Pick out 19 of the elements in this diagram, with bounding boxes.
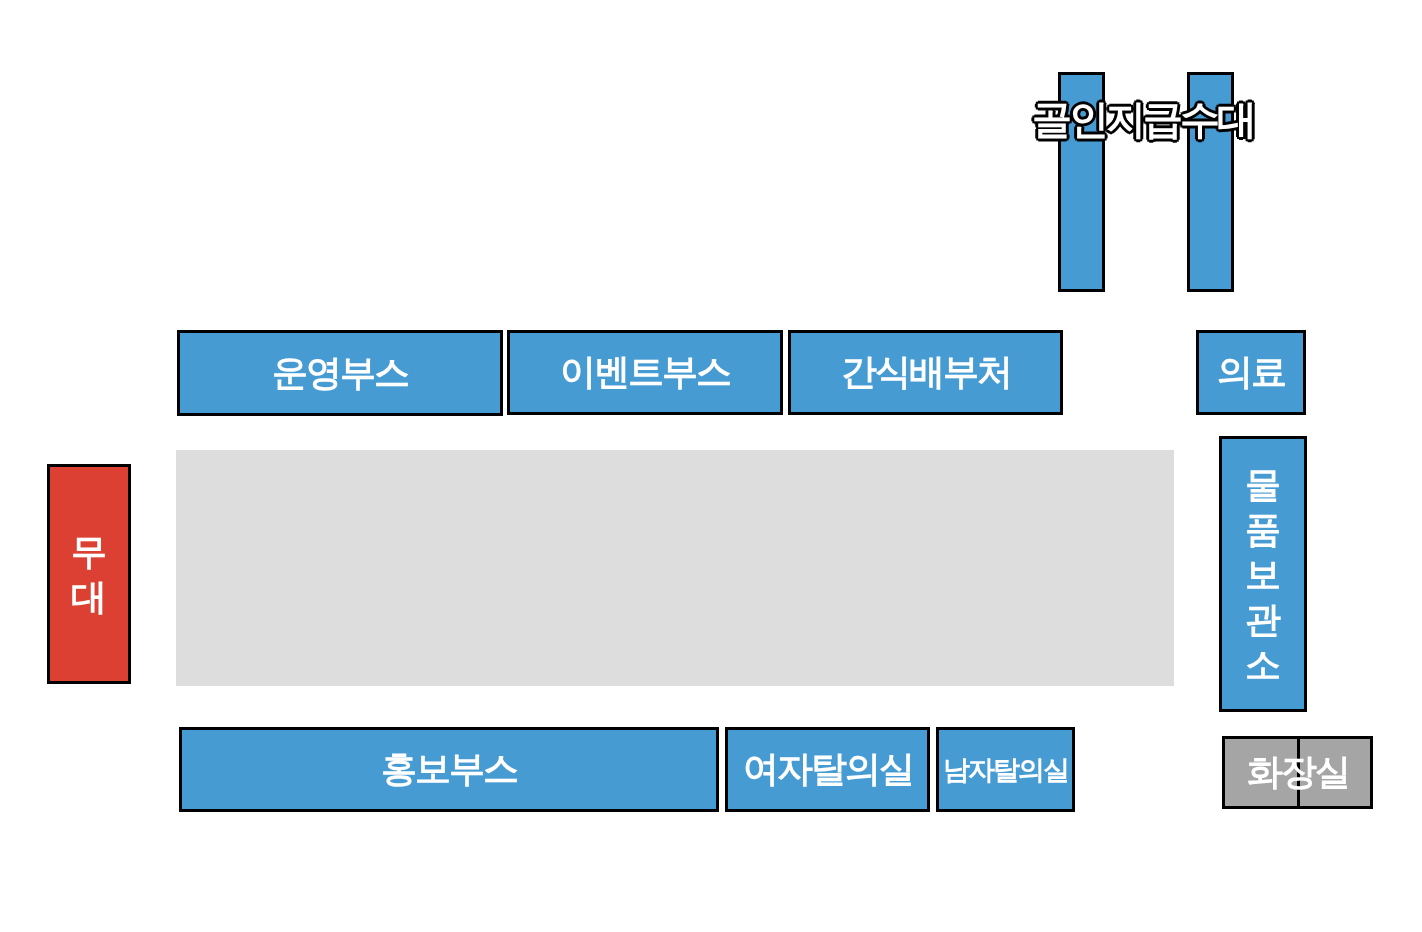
booth-name: 남자탈의실 (943, 752, 1068, 787)
booth-name: 홍보부스 (381, 747, 517, 791)
field-area (176, 450, 1174, 686)
booth-box (507, 330, 783, 415)
stage-box (47, 464, 131, 684)
booth-name: 이벤트부스 (560, 350, 730, 394)
booth-name: 운영부스 (272, 350, 408, 395)
booth-box (936, 727, 1075, 812)
booth-box (177, 330, 503, 416)
booth-name: 무대 (71, 530, 107, 619)
booth-name: 여자탈의실 (742, 747, 913, 791)
booth-box (725, 727, 930, 812)
booth-box (1219, 436, 1307, 712)
booth-box (179, 727, 719, 812)
booth-name: 의료 (1217, 350, 1285, 394)
booth-box (788, 330, 1063, 415)
booth-name: 간식배부처 (840, 350, 1011, 394)
booth-box (1196, 330, 1306, 415)
booth-name: 물품보관소 (1245, 462, 1281, 687)
